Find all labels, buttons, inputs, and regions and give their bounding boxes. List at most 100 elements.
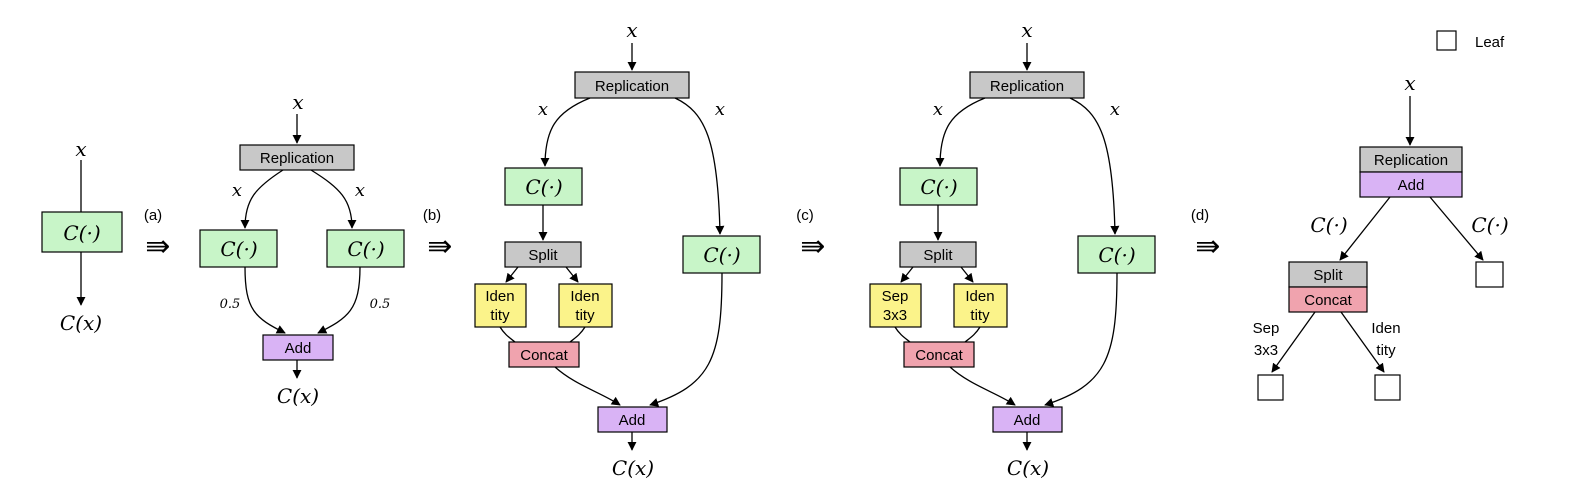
replication-label: Replication [595, 78, 669, 95]
edge-c-label-right: C(·) [1471, 213, 1508, 237]
legend-leaf-icon [1436, 30, 1457, 51]
edge-replication-to-c [935, 97, 986, 167]
edge-c-right-to-add [317, 266, 361, 334]
c-block-label: C(·) [63, 221, 100, 245]
step-d-label: (d) [1191, 207, 1209, 224]
edge-split-to-identity-left [505, 266, 519, 283]
c-block-left [899, 167, 978, 206]
c-block [41, 211, 123, 253]
identity-label-2: tity [970, 307, 990, 324]
identity-left-label-2: tity [490, 307, 510, 324]
concat-block [508, 341, 580, 368]
concat-block [903, 341, 975, 368]
edge-x-label-left: x [538, 99, 548, 120]
edge-sep-label-2: 3x3 [1254, 342, 1278, 359]
step-a-arrow-icon: ⇛ [145, 230, 170, 263]
edge-sep-label-1: Sep [1253, 320, 1280, 337]
input-x-label: x [292, 90, 303, 114]
identity-right-label-1: Iden [570, 288, 599, 305]
edge-x-label-right: x [715, 99, 725, 120]
identity-right-label-2: tity [575, 307, 595, 324]
step-c: (c) ⇛ [796, 207, 825, 263]
root-add-label: Add [1398, 177, 1425, 194]
replication-block [239, 144, 355, 171]
sep-label-1: Sep [882, 288, 909, 305]
c-block-left-label: C(·) [920, 175, 957, 199]
step-a: (a) ⇛ [144, 207, 171, 263]
panel-split-sep: x Replication x x C(·) Split Sep 3x3 Ide… [869, 18, 1156, 480]
edge-c-right-to-add [649, 272, 723, 407]
edge-sep-to-concat [894, 326, 911, 343]
edge-replication-to-c-right [674, 97, 725, 235]
identity-left-label-1: Iden [485, 288, 514, 305]
replication-block [574, 71, 690, 99]
add-label: Add [285, 340, 312, 357]
edge-identity-to-concat [964, 326, 981, 343]
step-c-label: (c) [796, 207, 814, 224]
replication-label: Replication [990, 78, 1064, 95]
edge-concat-to-leaf-sep [1271, 311, 1316, 373]
c-block-left-label: C(·) [525, 175, 562, 199]
edge-c-left-to-add [244, 266, 286, 334]
split-block [1288, 261, 1368, 288]
edge-split-to-sep [900, 266, 914, 283]
panel-tree: Leaf x Replication Add C(·) C(·) Split C… [1253, 30, 1509, 401]
edge-replication-to-c-right [310, 169, 357, 229]
edge-replication-to-c [540, 97, 591, 167]
c-block-right [682, 235, 761, 274]
concat-label: Concat [1304, 292, 1352, 309]
root-replication-label: Replication [1374, 152, 1448, 169]
step-b-arrow-icon: ⇛ [427, 230, 452, 263]
edge-identity-label-2: tity [1376, 342, 1396, 359]
edge-root-to-split [1339, 196, 1391, 261]
replication-label: Replication [260, 150, 334, 167]
add-label: Add [619, 412, 646, 429]
edge-concat-to-add [949, 366, 1016, 406]
weight-left: 0.5 [220, 297, 241, 312]
leaf-sep-icon [1257, 374, 1284, 401]
identity-block [953, 283, 1008, 328]
edge-concat-to-add [554, 366, 621, 406]
edge-split-to-identity [960, 266, 974, 283]
output-cx-label: C(x) [277, 384, 319, 408]
edge-x-label-right: x [1110, 99, 1120, 120]
edge-x-label-right: x [355, 180, 365, 201]
c-block-right-label: C(·) [703, 243, 740, 267]
edge-c-label-left: C(·) [1310, 213, 1347, 237]
sep-label-2: 3x3 [883, 307, 907, 324]
replication-block [969, 71, 1085, 99]
c-block-right [326, 229, 405, 268]
input-x-label: x [626, 18, 637, 42]
c-block-left-label: C(·) [220, 237, 257, 261]
leaf-right-icon [1475, 261, 1504, 288]
add-block [262, 334, 334, 361]
root-add-block [1359, 171, 1463, 198]
sep-block [869, 283, 922, 328]
output-cx-label: C(x) [60, 311, 102, 335]
panel-original: x C(·) C(x) [41, 137, 123, 335]
step-c-arrow-icon: ⇛ [800, 230, 825, 263]
add-block [597, 406, 668, 433]
split-block [504, 241, 582, 268]
input-x-label: x [1021, 18, 1032, 42]
root-replication-block [1359, 146, 1463, 173]
identity-label-1: Iden [965, 288, 994, 305]
panel-replicated: x Replication x x C(·) C(·) 0.5 0.5 Add … [199, 90, 405, 408]
output-cx-label: C(x) [1007, 456, 1049, 480]
edge-concat-to-leaf-identity [1340, 311, 1385, 373]
leaf-identity-icon [1374, 374, 1401, 401]
concat-label: Concat [915, 347, 963, 364]
edge-replication-to-c-left [240, 169, 284, 229]
output-cx-label: C(x) [612, 456, 654, 480]
edge-identity-left-to-concat [499, 326, 516, 343]
split-block [899, 241, 977, 268]
edge-identity-label-1: Iden [1371, 320, 1400, 337]
edge-split-to-identity-right [565, 266, 579, 283]
edge-replication-to-c-right [1069, 97, 1120, 235]
split-label: Split [1313, 267, 1343, 284]
add-label: Add [1014, 412, 1041, 429]
step-a-label: (a) [144, 207, 162, 224]
edge-root-to-leaf-right [1429, 196, 1484, 261]
identity-block-right [558, 283, 613, 328]
